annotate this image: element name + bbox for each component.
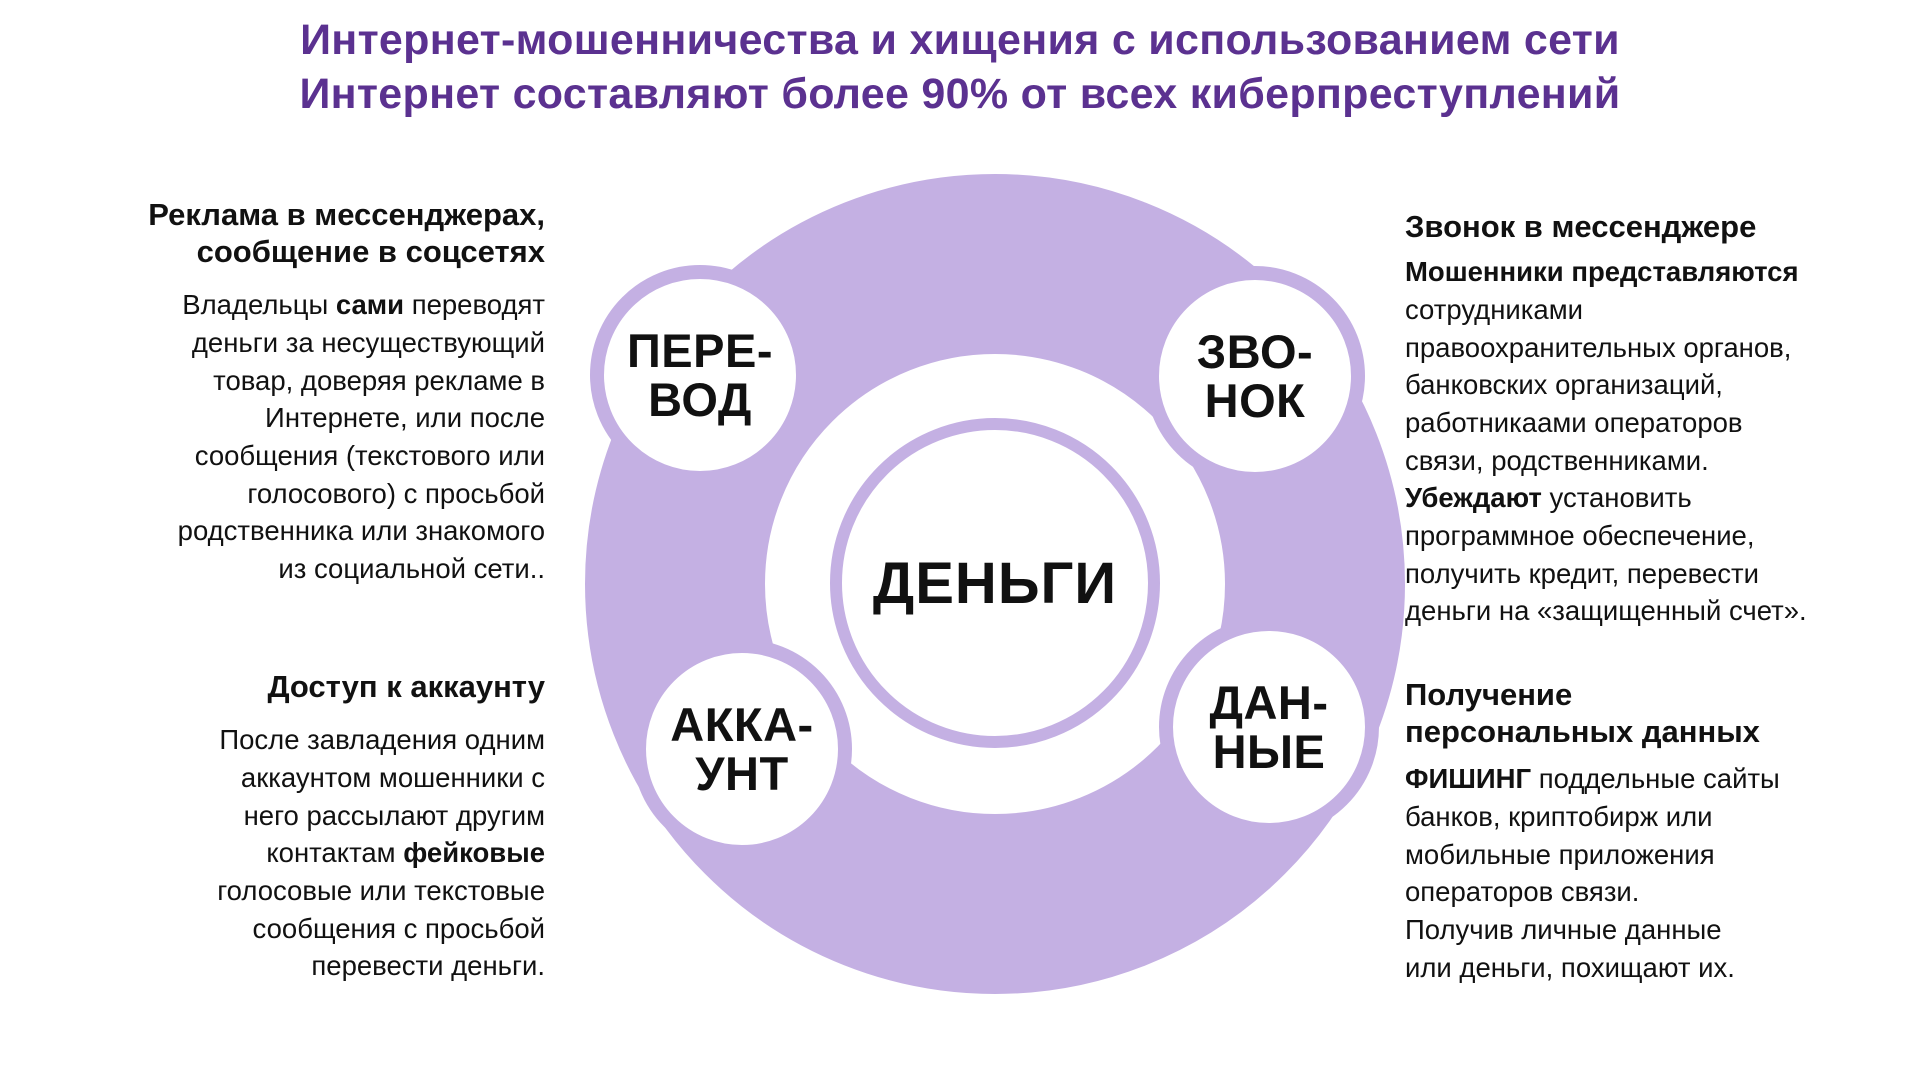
center-node-label: ДЕНЬГИ xyxy=(872,550,1118,616)
node-transfer-label: ПЕРЕ- ВОД xyxy=(627,323,773,426)
node-call: ЗВО- НОК xyxy=(1145,266,1365,486)
node-call-label: ЗВО- НОК xyxy=(1196,324,1314,427)
title-line-1: Интернет-мошенничества и хищения с испол… xyxy=(300,16,1620,64)
page-title: Интернет-мошенничества и хищения с испол… xyxy=(0,14,1920,122)
section-messenger-ads: Реклама в мессенджерах, сообщение в соцс… xyxy=(20,196,545,588)
section-heading-account-access: Доступ к аккаунту xyxy=(267,669,545,704)
node-data-label: ДАН- НЫЕ xyxy=(1209,675,1329,778)
node-transfer: ПЕРЕ- ВОД xyxy=(590,265,810,485)
section-heading-messenger-call: Звонок в мессенджере xyxy=(1405,209,1757,244)
center-node-money: ДЕНЬГИ xyxy=(830,418,1160,748)
node-account: АККА- УНТ xyxy=(632,639,852,859)
title-line-2: Интернет составляют более 90% от всех ки… xyxy=(299,69,1621,118)
section-body-account-access: После завладения одним аккаунтом мошенни… xyxy=(217,724,545,982)
section-body-messenger-ads: Владельцы сами переводят деньги за несущ… xyxy=(177,289,545,585)
section-messenger-call: Звонок в мессенджере Мошенники представл… xyxy=(1405,208,1920,630)
section-personal-data: Получение персональных данных ФИШИНГ под… xyxy=(1405,676,1920,986)
section-body-messenger-call: Мошенники представляются сотрудниками пр… xyxy=(1405,256,1807,627)
node-account-label: АККА- УНТ xyxy=(670,697,814,800)
section-body-personal-data: ФИШИНГ поддельные сайты банков, криптоби… xyxy=(1405,763,1780,983)
node-data: ДАН- НЫЕ xyxy=(1159,617,1379,837)
section-account-access: Доступ к аккаунту После завладения одним… xyxy=(20,668,545,985)
section-heading-personal-data: Получение персональных данных xyxy=(1405,677,1760,750)
section-heading-messenger-ads: Реклама в мессенджерах, сообщение в соцс… xyxy=(148,197,545,270)
